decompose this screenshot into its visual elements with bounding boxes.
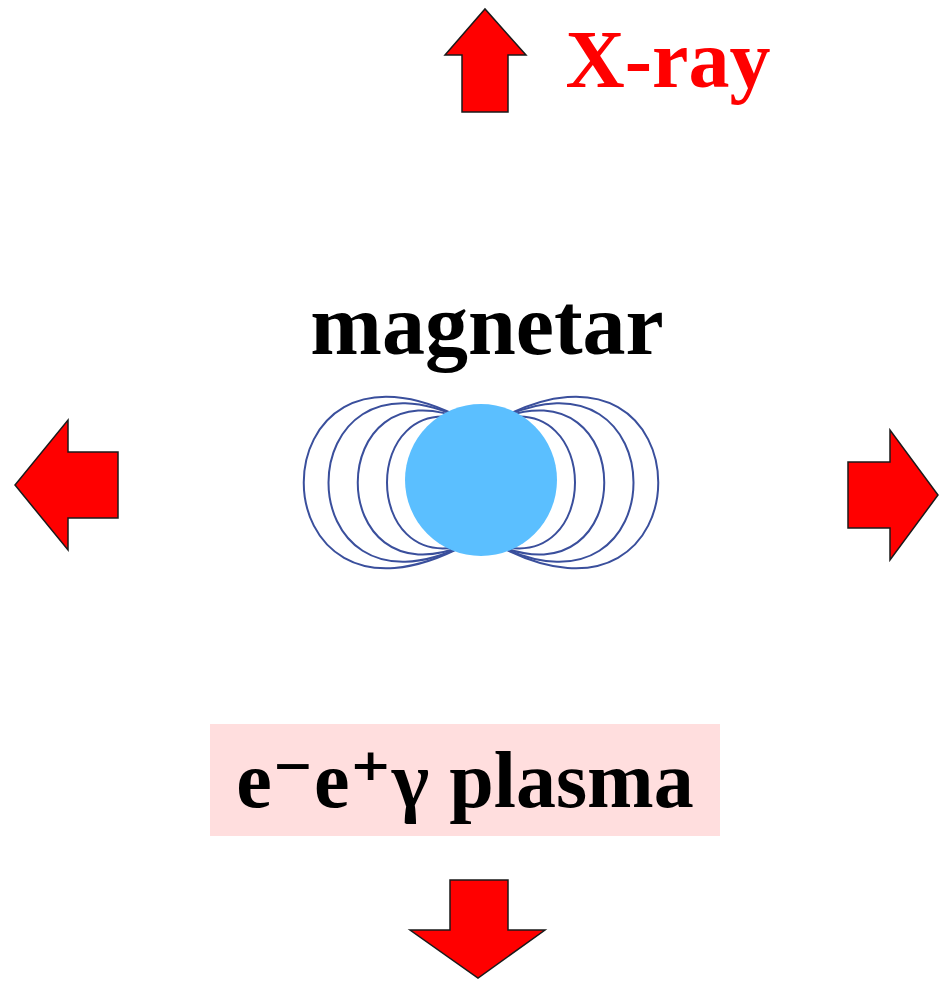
field-lines: [304, 397, 659, 569]
plasma-region: e⁻e⁺γ plasma magnetar: [41, 73, 905, 913]
arrow-right: [848, 430, 938, 560]
emission-label: X-ray: [554, 11, 783, 109]
magnetar-node: magnetar: [291, 255, 671, 560]
arrow-up: [445, 9, 526, 112]
plasma-ellipse: [41, 73, 905, 913]
star-circle: [405, 404, 557, 556]
node-label: magnetar: [310, 278, 663, 373]
arrow-down: [410, 880, 545, 978]
arrow-left: [15, 420, 118, 550]
region-label: e⁻e⁺γ plasma: [210, 724, 719, 836]
emission-arrows: [15, 9, 938, 978]
